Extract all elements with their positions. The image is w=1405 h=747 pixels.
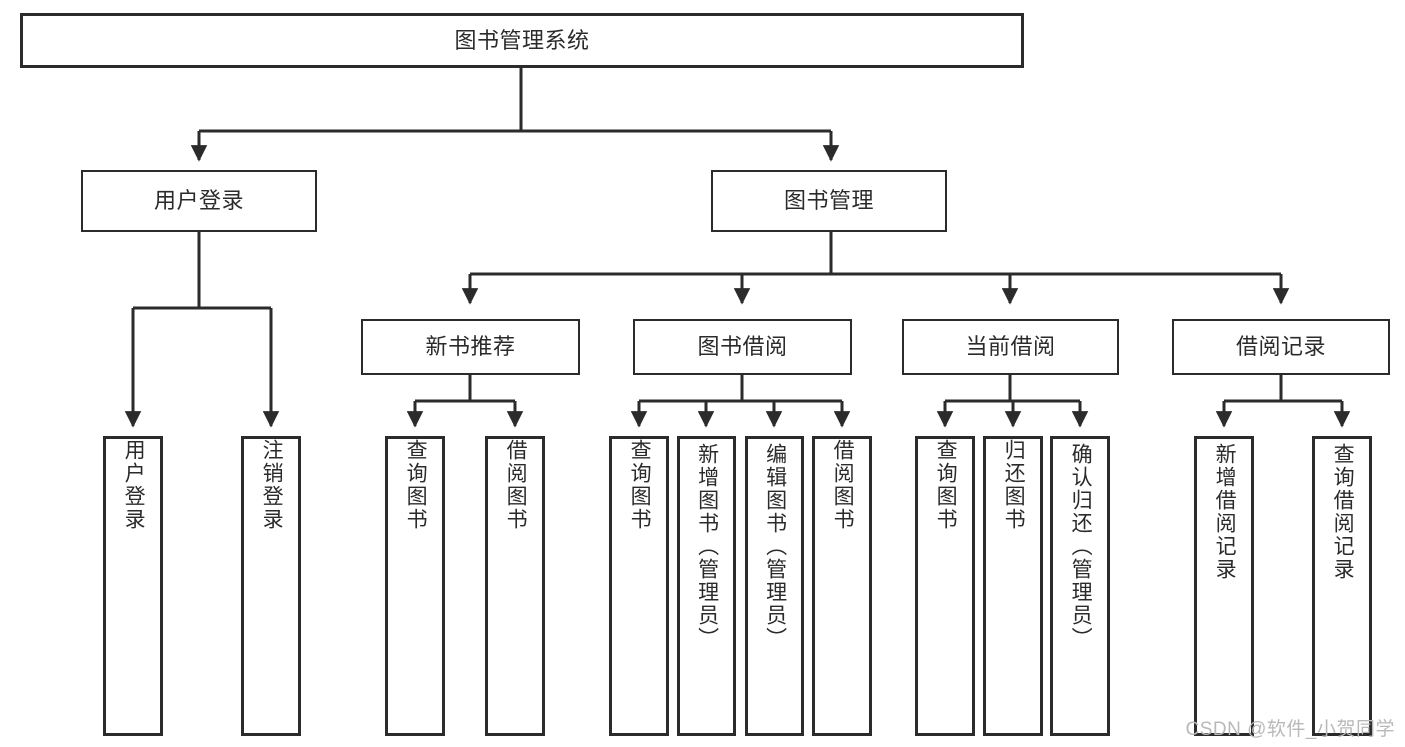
leaf-confirm-return-admin[interactable]: 确认归还（管理员） bbox=[1050, 436, 1110, 736]
node-label: 归还图书 bbox=[1002, 439, 1026, 531]
node-label: 用户登录 bbox=[153, 188, 244, 214]
leaf-borrow-book-newbook[interactable]: 借阅图书 bbox=[485, 436, 545, 736]
leaf-edit-book-admin[interactable]: 编辑图书（管理员） bbox=[745, 436, 804, 736]
node-label: 编辑图书（管理员） bbox=[763, 443, 787, 650]
leaf-borrow-book[interactable]: 借阅图书 bbox=[812, 436, 872, 736]
node-label: 确认归还（管理员） bbox=[1069, 443, 1093, 650]
node-label: 查询图书 bbox=[628, 439, 652, 531]
node-label: 新增借阅记录 bbox=[1213, 443, 1237, 581]
node-label: 借阅记录 bbox=[1235, 334, 1326, 360]
node-label: 用户登录 bbox=[122, 439, 146, 531]
leaf-logout[interactable]: 注销登录 bbox=[241, 436, 301, 736]
node-label: 新增图书（管理员） bbox=[695, 443, 719, 650]
leaf-query-book-borrow[interactable]: 查询图书 bbox=[609, 436, 669, 736]
node-label: 注销登录 bbox=[260, 439, 284, 531]
leaf-user-login[interactable]: 用户登录 bbox=[103, 436, 163, 736]
node-label: 图书管理 bbox=[783, 188, 874, 214]
node-label: 借阅图书 bbox=[504, 439, 528, 531]
node-label: 借阅图书 bbox=[831, 439, 855, 531]
leaf-query-book-newbook[interactable]: 查询图书 bbox=[385, 436, 445, 736]
leaf-add-book-admin[interactable]: 新增图书（管理员） bbox=[677, 436, 736, 736]
watermark: CSDN @软件_小贺同学 bbox=[1185, 719, 1395, 740]
node-borrow-record[interactable]: 借阅记录 bbox=[1172, 319, 1390, 375]
node-label: 查询图书 bbox=[934, 439, 958, 531]
node-label: 图书借阅 bbox=[697, 334, 788, 360]
node-label: 图书管理系统 bbox=[454, 27, 590, 53]
node-label: 查询图书 bbox=[404, 439, 428, 531]
node-label: 查询借阅记录 bbox=[1331, 443, 1355, 581]
node-current-borrow[interactable]: 当前借阅 bbox=[902, 319, 1119, 375]
node-book-borrow[interactable]: 图书借阅 bbox=[633, 319, 852, 375]
node-book-management[interactable]: 图书管理 bbox=[711, 170, 947, 232]
node-new-book-recommend[interactable]: 新书推荐 bbox=[361, 319, 580, 375]
node-root-book-management-system[interactable]: 图书管理系统 bbox=[20, 13, 1024, 68]
node-user-login[interactable]: 用户登录 bbox=[81, 170, 317, 232]
leaf-add-borrow-record[interactable]: 新增借阅记录 bbox=[1194, 436, 1254, 736]
node-label: 当前借阅 bbox=[965, 334, 1056, 360]
leaf-return-book[interactable]: 归还图书 bbox=[983, 436, 1043, 736]
leaf-query-book-current[interactable]: 查询图书 bbox=[915, 436, 975, 736]
leaf-query-borrow-record[interactable]: 查询借阅记录 bbox=[1312, 436, 1372, 736]
node-label: 新书推荐 bbox=[425, 334, 516, 360]
